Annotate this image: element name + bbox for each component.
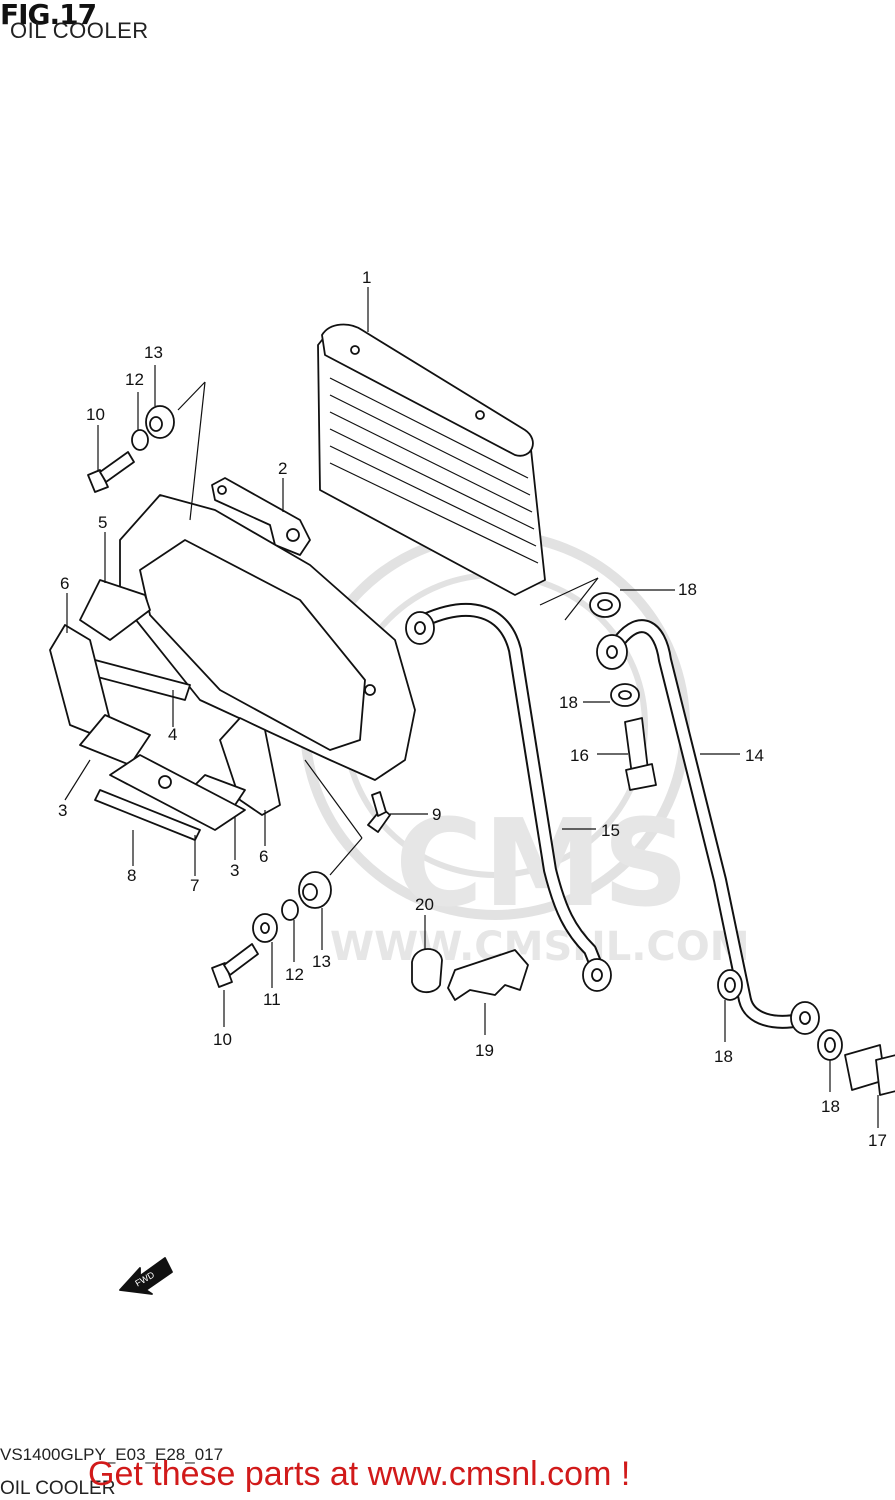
grommet-13-lower bbox=[298, 871, 332, 909]
callout-18: 18 bbox=[714, 1047, 733, 1066]
mounting-plate bbox=[109, 754, 246, 831]
callout-18: 18 bbox=[559, 693, 578, 712]
bolt-10-lower bbox=[211, 943, 259, 988]
hose-clamp-19 bbox=[447, 949, 529, 1001]
callout-19: 19 bbox=[475, 1041, 494, 1060]
model-code: VS1400GLPY_E03_E28_017 bbox=[0, 1445, 224, 1464]
callout-18: 18 bbox=[821, 1097, 840, 1116]
figure-title: OIL COOLER bbox=[10, 18, 149, 43]
bracket-plate bbox=[211, 477, 311, 556]
collar-12-upper bbox=[131, 429, 149, 451]
callout-10: 10 bbox=[213, 1030, 232, 1049]
callout-13: 13 bbox=[312, 952, 331, 971]
gasket-18-c bbox=[717, 969, 743, 1001]
gasket-18-d bbox=[817, 1029, 843, 1061]
cushion-right bbox=[219, 717, 281, 816]
cooler-shroud bbox=[119, 494, 416, 781]
callout-3: 3 bbox=[230, 861, 239, 880]
forward-arrow: FWD bbox=[119, 1257, 173, 1295]
bolt-9 bbox=[367, 791, 391, 833]
callout-3: 3 bbox=[58, 801, 67, 820]
washer-11 bbox=[252, 913, 278, 943]
callout-6: 6 bbox=[259, 847, 268, 866]
callout-18: 18 bbox=[678, 580, 697, 599]
callout-20: 20 bbox=[415, 895, 434, 914]
callout-12: 12 bbox=[285, 965, 304, 984]
callout-8: 8 bbox=[127, 866, 136, 885]
callout-12: 12 bbox=[125, 370, 144, 389]
callout-6: 6 bbox=[60, 574, 69, 593]
bolt-10-upper bbox=[87, 451, 135, 493]
callout-7: 7 bbox=[190, 876, 199, 895]
footer-title: OIL COOLER bbox=[0, 1478, 116, 1499]
callout-15: 15 bbox=[601, 821, 620, 840]
callout-14: 14 bbox=[745, 746, 764, 765]
pad-lower-left bbox=[79, 714, 151, 766]
callout-11: 11 bbox=[263, 990, 281, 1009]
callout-2: 2 bbox=[278, 459, 287, 478]
oil-hose-14 bbox=[596, 619, 820, 1035]
oil-cooler-core bbox=[317, 323, 546, 596]
grommet-13-upper bbox=[145, 405, 175, 439]
pad-upper bbox=[79, 579, 151, 641]
callout-13: 13 bbox=[144, 343, 163, 362]
callout-labels: 1 2 3 3 4 5 6 6 7 8 9 10 10 11 12 12 13 … bbox=[58, 268, 887, 1150]
callout-1: 1 bbox=[362, 268, 371, 287]
callout-5: 5 bbox=[98, 513, 107, 532]
callout-10: 10 bbox=[86, 405, 105, 424]
promo-link[interactable]: Get these parts at www.cmsnl.com ! bbox=[88, 1455, 631, 1493]
union-bolt-17 bbox=[844, 1044, 895, 1096]
gasket-18-b bbox=[610, 683, 640, 707]
rubber-band bbox=[94, 789, 201, 841]
collar-12-lower bbox=[281, 899, 299, 921]
gasket-18-a bbox=[589, 592, 621, 618]
figure-number: FIG.17 bbox=[0, 0, 97, 31]
grommet-20 bbox=[411, 948, 443, 994]
leader-lines bbox=[64, 287, 879, 1128]
callout-9: 9 bbox=[432, 805, 441, 824]
callout-16: 16 bbox=[570, 746, 589, 765]
callout-17: 17 bbox=[868, 1131, 887, 1150]
union-bolt-16 bbox=[624, 717, 657, 791]
callout-4: 4 bbox=[168, 725, 177, 744]
watermark-url: WWW.CMSNL.COM bbox=[330, 924, 750, 970]
oil-hose-15 bbox=[405, 603, 612, 992]
